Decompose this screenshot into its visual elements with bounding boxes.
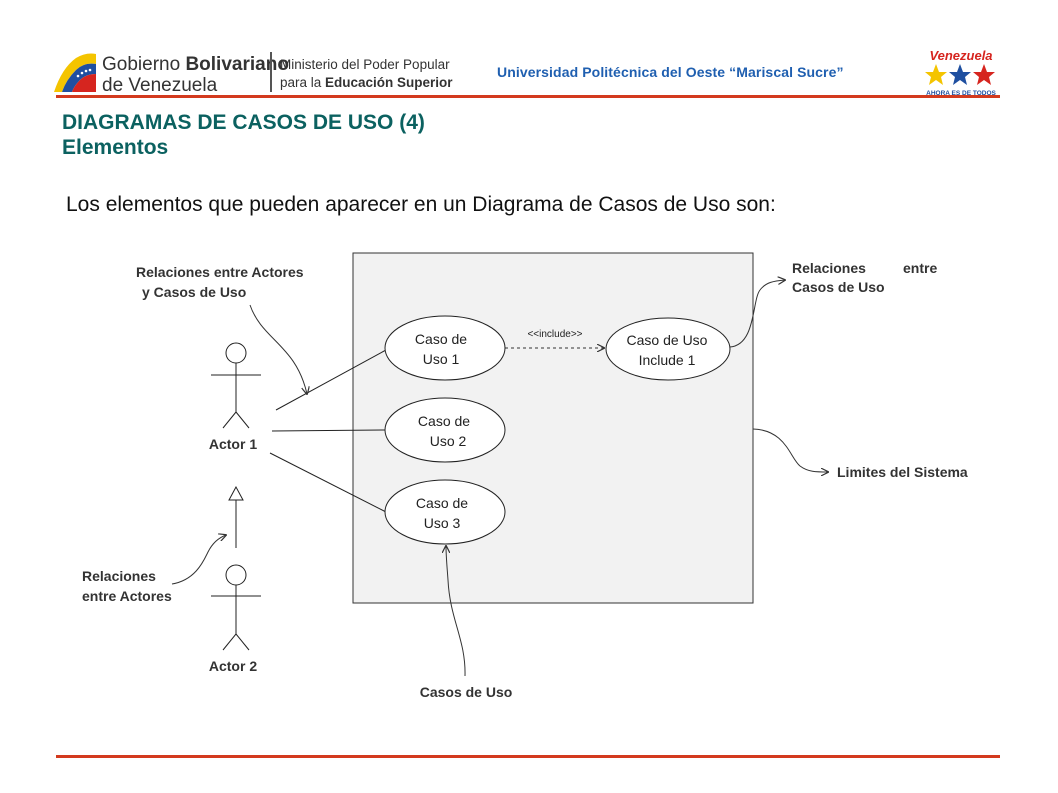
association-line-uc1 <box>275 349 387 411</box>
government-logo: Gobierno Bolivariano de Venezuela Minist… <box>54 52 453 96</box>
annotation-uc-relations-word2: entre <box>903 260 937 276</box>
annotation-actor-relations-line1: Relaciones <box>82 568 156 584</box>
right-logo-title: Venezuela <box>929 48 992 63</box>
actor-2-label: Actor 2 <box>209 658 257 674</box>
actor-1-head-icon <box>225 342 247 364</box>
ministry-line2: para la Educación Superior <box>280 75 453 90</box>
pointer-actor-relations <box>171 535 226 585</box>
annotation-actor-uc-line2: y Casos de Uso <box>142 284 246 300</box>
footer-divider <box>56 755 1000 758</box>
use-case-3-line1: Caso de <box>416 495 468 511</box>
use-case-include-line1: Caso de Uso <box>627 332 708 348</box>
actor-2 <box>211 564 261 651</box>
intro-text: Los elementos que pueden aparecer en un … <box>66 193 776 216</box>
university-name: Universidad Politécnica del Oeste “Maris… <box>497 64 844 80</box>
annotation-actor-uc-line1: Relaciones entre Actores <box>136 264 304 280</box>
pointer-use-cases <box>446 546 466 677</box>
use-case-1-line1: Caso de <box>415 331 467 347</box>
annotation-use-cases: Casos de Uso <box>420 684 513 700</box>
stars-icon <box>925 64 995 85</box>
association-line-uc2 <box>271 429 387 432</box>
gov-name-line2: de Venezuela <box>102 75 218 96</box>
use-case-2-line2: Uso 2 <box>430 433 467 449</box>
pointer-actor-uc-relations <box>249 304 307 394</box>
actor-2-head-icon <box>225 564 247 586</box>
pointer-system-limits <box>752 428 828 472</box>
right-logo-sub: AHORA ES DE TODOS <box>926 90 996 97</box>
use-case-2-line1: Caso de <box>418 413 470 429</box>
annotation-uc-relations-line2: Casos de Uso <box>792 279 885 295</box>
pointer-uc-relations <box>729 280 785 348</box>
ministry-line1: Ministerio del Poder Popular <box>280 57 450 72</box>
include-label: <<include>> <box>527 329 582 340</box>
use-case-1-line2: Uso 1 <box>423 351 460 367</box>
venezuela-ahora-logo: Venezuela AHORA ES DE TODOS <box>925 48 997 97</box>
venezuela-flag-icon <box>54 53 96 92</box>
actor-1-label: Actor 1 <box>209 436 257 452</box>
header-divider <box>56 95 1000 98</box>
logo-divider <box>270 52 272 92</box>
use-case-include-line2: Include 1 <box>639 352 696 368</box>
slide-title: DIAGRAMAS DE CASOS DE USO (4) <box>62 111 425 134</box>
association-line-uc3 <box>269 452 387 513</box>
use-case-1: Caso de Uso 1 <box>384 315 506 381</box>
slide-subtitle: Elementos <box>62 136 169 159</box>
gov-name-line1: Gobierno Bolivariano <box>102 54 289 75</box>
use-case-2: Caso de Uso 2 <box>384 397 506 463</box>
use-case-include-1: Caso de Uso Include 1 <box>605 317 731 381</box>
annotation-actor-relations-line2: entre Actores <box>82 588 172 604</box>
annotation-system-limits: Limites del Sistema <box>837 464 968 480</box>
use-case-3: Caso de Uso 3 <box>384 479 506 545</box>
annotation-uc-relations-word1: Relaciones <box>792 260 866 276</box>
generalization-arrow <box>228 485 244 548</box>
actor-1 <box>211 342 261 429</box>
use-case-3-line2: Uso 3 <box>424 515 461 531</box>
